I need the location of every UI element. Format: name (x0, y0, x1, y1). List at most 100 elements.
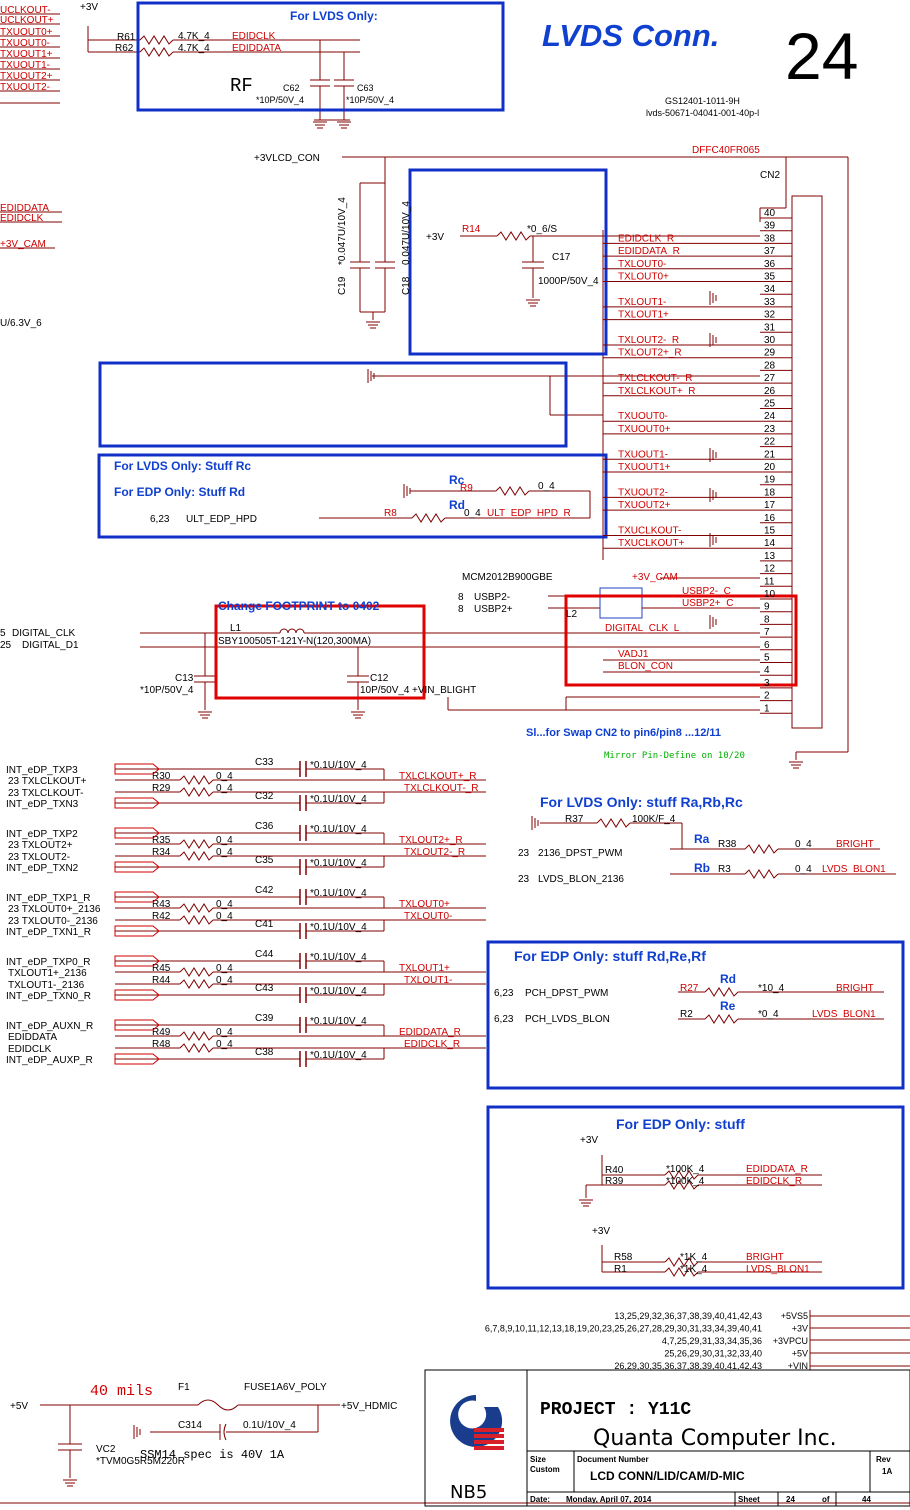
ground-icon (62, 1479, 78, 1487)
nb5-logo (450, 1395, 504, 1450)
pin-number: 39 (764, 221, 776, 232)
res-value: 0_4 (216, 783, 233, 794)
ref-c12: C12 (370, 673, 389, 684)
pin-number: 19 (764, 475, 776, 486)
net-3v: +3V (426, 232, 444, 243)
val-r27: *10_4 (758, 983, 785, 994)
ref-l2: L2 (566, 609, 578, 620)
pin-number: 18 (764, 487, 776, 498)
edp-input-label: 23 TXLOUT0+_2136 (8, 904, 101, 915)
usb-ref: 8 (458, 604, 464, 615)
header-texts: LVDS Conn. 24 GS12401-1011-9H lvds-50671… (230, 18, 858, 181)
pin-number: 34 (764, 284, 776, 295)
val-l1: SBY100505T-121Y-N(120,300MA) (218, 636, 371, 647)
cap-value: *0.1U/10V_4 (310, 858, 367, 869)
ref-r62: R62 (115, 43, 134, 54)
resistor-icon (179, 903, 214, 913)
cap-value: *0.1U/10V_4 (310, 794, 367, 805)
note-ssm: SSM14 spec is 40V 1A (140, 1448, 285, 1462)
val-c17: 1000P/50V_4 (538, 276, 599, 287)
res-value: 0_4 (216, 911, 233, 922)
of-label: of (822, 1495, 830, 1504)
pin-number: 21 (764, 449, 776, 460)
ref-r40: R40 (605, 1165, 624, 1176)
pin-number: 8 (764, 614, 770, 625)
ground-icon (578, 1199, 594, 1207)
net-3v: +3V (80, 2, 98, 13)
power-pin-list: 25,26,29,30,31,32,33,40 (664, 1349, 762, 1359)
net-pch-blon: PCH_LVDS_BLON (525, 1014, 610, 1025)
power-table: 13,25,29,32,36,37,38,39,40,41,42,43+5VS5… (485, 1311, 808, 1371)
ground-icon (709, 290, 717, 306)
val-r1: *1K_4 (680, 1264, 708, 1275)
note-edp-stuff: For EDP Only: stuff (616, 1116, 745, 1132)
net-usbp2mc: USBP2-_C (682, 586, 731, 597)
sheet-label: Sheet (738, 1495, 760, 1504)
left-edge-labels: UCLKOUT- UCLKOUT+ TXUOUT0+ TXUOUT0- TXUO… (0, 5, 54, 329)
pin-number: 4 (764, 665, 770, 676)
pin-number: 26 (764, 386, 776, 397)
pin-number: 2 (764, 691, 770, 702)
pin-number: 22 (764, 437, 776, 448)
note-mils: 40 mils (90, 1383, 153, 1400)
ref-r9: R9 (460, 483, 473, 494)
power-pin-list: 6,7,8,9,10,11,12,13,18,19,20,23,25,26,27… (485, 1324, 762, 1334)
note-lvds-rarbrc: For LVDS Only: stuff Ra,Rb,Rc (540, 794, 743, 810)
cap-ref: C43 (255, 983, 274, 994)
ref-c13: C13 (175, 673, 194, 684)
net-lvds-blon1: LVDS_BLON1 (746, 1264, 810, 1275)
connector-pins: 4039383736353433323130292827262524232221… (760, 208, 792, 714)
pin-number: 35 (764, 272, 776, 283)
pin-number: 14 (764, 538, 776, 549)
val-r39: *100K_4 (666, 1176, 705, 1187)
power-pin-list: 4,7,25,29,31,33,34,35,36 (662, 1336, 762, 1346)
resistor-icon (179, 839, 214, 849)
label-rc: Rc (449, 473, 465, 487)
edp-input-label: TXLOUT1-_2136 (8, 980, 85, 991)
left-label: +3V_CAM (0, 239, 46, 250)
ref-r37: R37 (565, 814, 584, 825)
net-edidclk-r: EDIDCLK_R (746, 1176, 802, 1187)
pin-number: 10 (764, 589, 776, 600)
connector-net-label: TXLOUT0- (618, 259, 666, 270)
part-description: lvds-50671-04041-001-40p-l (646, 108, 759, 118)
ground-icon (336, 121, 352, 129)
val-c63: *10P/50V_4 (346, 95, 394, 105)
power-net-name: +3VPCU (773, 1336, 808, 1346)
ref-vc2: VC2 (96, 1444, 116, 1455)
net-blon-con: BLON_CON (618, 661, 673, 672)
connector-net-label: TXLCLKOUT+_R (618, 386, 696, 397)
edp-input-label: 23 TXLOUT2- (8, 852, 70, 863)
connector-net-label: TXUOUT0+ (618, 424, 671, 435)
connector-net-label: TXLOUT0+ (618, 272, 669, 283)
cap-ref: C42 (255, 885, 274, 896)
pin-number: 30 (764, 335, 776, 346)
label-rd: Rd (449, 498, 465, 512)
ground-icon (709, 447, 717, 463)
ground-icon (312, 121, 328, 129)
edp-output-label: TXLOUT1- (404, 975, 452, 986)
res-value: 0_4 (216, 975, 233, 986)
project-title: PROJECT : Y11C (540, 1400, 691, 1420)
note-lvds-rc: For LVDS Only: Stuff Rc (114, 459, 251, 473)
edp-output-label: EDIDCLK_R (404, 1039, 460, 1050)
res-ref: R45 (152, 963, 171, 974)
val-c13: *10P/50V_4 (140, 685, 194, 696)
val-r9: 0_4 (538, 481, 555, 492)
label-ra: Ra (694, 832, 710, 846)
edp-output-label: TXLCLKOUT-_R (404, 783, 478, 794)
ground-icon (531, 815, 539, 831)
rev-value: 1A (882, 1467, 892, 1476)
val-r8: 0_4 (464, 508, 481, 519)
resistor-icon (179, 979, 214, 989)
resistor-icon (179, 915, 214, 925)
power-pin-list: 26,29,30,35,36,37,38,39,40,41,42,43 (614, 1361, 762, 1371)
pin-number: 7 (764, 627, 770, 638)
cap-value: *0.1U/10V_4 (310, 986, 367, 997)
hpd-ref: 6,23 (150, 514, 170, 525)
cap-value: *0.1U/10V_4 (310, 888, 367, 899)
pin-number: 11 (764, 576, 775, 587)
size-label: Size (530, 1455, 547, 1464)
pin-number: 12 (764, 564, 776, 575)
